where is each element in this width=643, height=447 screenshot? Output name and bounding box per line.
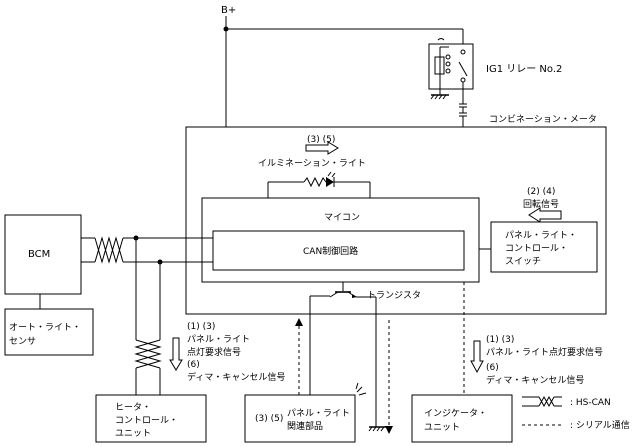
heater-sig-3: 点灯要求信号 [187,346,241,358]
panel-light-switch-box [490,221,598,273]
illumination-light-circuit [267,171,371,198]
panel-switch-line3: スイッチ [505,256,541,267]
panel-light-parts-box [244,394,356,443]
ind-sig-3: (6) [486,363,499,373]
heater-sig-2: パネル・ライト [187,334,250,345]
heater-arrow-icon [169,337,183,371]
transistor-symbol [309,282,386,432]
illum-number: (3) (5) [307,135,335,145]
illum-arrow-icon [305,141,339,155]
legend [522,395,562,426]
sensor-line2: センサ [9,336,36,347]
panel-parts-number: (3) (5) [255,414,283,424]
rotation-number: (2) (4) [527,187,555,197]
indicator-unit-box [411,394,513,443]
legend-hscan: : HS-CAN [570,398,611,408]
hs-can-bus [81,235,213,395]
rotation-label: 回転信号 [523,198,559,210]
legend-serial: : シリアル通信 [570,419,630,431]
indicator-line2: ユニット [424,423,460,433]
panel-parts-line1: パネル・ライト [287,408,350,419]
heater-line2: コントロール・ [115,416,178,426]
heater-control-box [95,394,207,443]
ind-sig-1: (1) (3) [486,335,514,345]
illum-label: イルミネーション・ライト [258,158,366,169]
panel-switch-line2: コントロール・ [505,244,568,254]
can-control-box [212,230,465,271]
can-control-label: CAN制御回路 [303,245,358,257]
bplus-label: B+ [221,5,236,16]
ig1-relay [428,29,474,198]
heater-sig-4: (6) [187,360,200,370]
ind-sig-2: パネル・ライト点灯要求信号 [486,346,603,358]
meter-label: コンビネーション・メータ [489,114,597,125]
auto-light-sensor-box [4,308,94,356]
serial-arrow-down-icon [385,426,393,434]
heater-line3: ユニット [115,429,151,439]
transistor-label: トランジスタ [367,290,421,301]
ig1-relay-label: IG1 リレー No.2 [486,64,562,75]
ind-sig-4: ディマ・キャンセル信号 [486,374,584,386]
serial-arrow-up-icon [295,318,303,326]
panel-parts-line2: 関連部品 [287,420,323,432]
heater-sig-5: ディマ・キャンセル信号 [187,371,285,383]
indicator-line1: インジケータ・ [424,408,487,419]
micon-label: マイコン [324,213,360,223]
bcm-label: BCM [28,249,50,260]
sensor-line1: オート・ライト・ [9,322,81,333]
panel-switch-line1: パネル・ライト・ [505,230,577,241]
lamp-rays-icon [355,382,367,396]
heater-sig-1: (1) (3) [187,322,215,332]
indicator-arrow-icon [470,340,484,374]
bcm-box [4,214,82,295]
rotation-arrow-icon [528,207,562,223]
heater-line1: ヒータ・ [115,402,151,413]
